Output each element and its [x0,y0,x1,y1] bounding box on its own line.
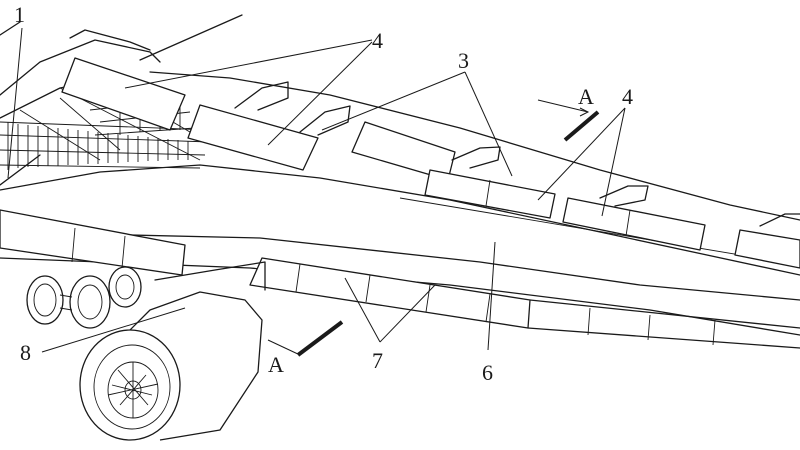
spoiler-2 [187,104,319,171]
section-marks [267,99,600,357]
engine [79,261,266,441]
label-1: 1 [14,2,25,27]
label-8: 8 [20,340,31,365]
labels: 1 4 3 A 4 8 A 7 6 [14,2,633,385]
spoiler-5 [562,197,706,251]
leader-lines [7,27,626,353]
spoilers [61,57,800,269]
spoiler-4 [424,169,556,219]
slat-outboard [249,257,531,329]
label-3: 3 [458,48,469,73]
flap-track-fairings [234,81,800,227]
spoiler-1 [61,57,186,131]
slats [0,209,800,349]
slat-inboard [0,209,186,276]
landing-gear [26,266,142,329]
label-6: 6 [482,360,493,385]
label-4-upper: 4 [372,28,383,53]
label-7: 7 [372,348,383,373]
label-4-right: 4 [622,84,633,109]
wing-upper-surface [0,71,800,336]
label-a-bottom: A [268,352,284,377]
spoiler-6 [734,229,800,269]
label-a-top: A [578,84,594,109]
